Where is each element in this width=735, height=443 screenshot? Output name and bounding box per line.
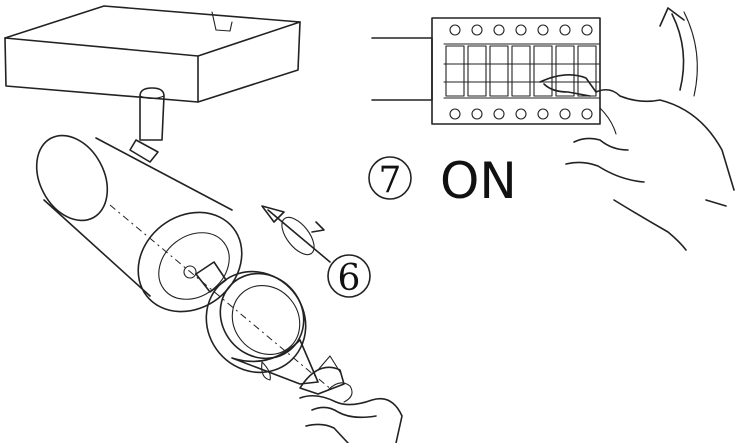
hand-on-breaker (539, 74, 735, 251)
swivel-joint (129, 87, 165, 163)
step-7-circle (368, 156, 412, 200)
axis-line (109, 204, 333, 391)
spotlight-housing (35, 134, 243, 313)
gu10-bulb (195, 261, 319, 385)
step-7-marker: 7 ON (368, 152, 517, 210)
step-6-circle (327, 254, 371, 298)
terminal-screws-top (449, 24, 593, 36)
step-7-number: 7 (379, 160, 402, 201)
switch-up-arrow (659, 7, 698, 97)
terminal-screws-bottom (449, 108, 593, 120)
breaker-modules (445, 45, 597, 97)
bulb-removal-tool-and-hand (299, 355, 403, 443)
step-7-label: ON (440, 152, 517, 210)
step-6-marker: 6 (327, 254, 371, 299)
ceiling-mount-box (4, 5, 301, 103)
step-6-number: 6 (338, 258, 361, 299)
rotation-arrow (261, 205, 331, 263)
breaker-panel (371, 17, 601, 125)
